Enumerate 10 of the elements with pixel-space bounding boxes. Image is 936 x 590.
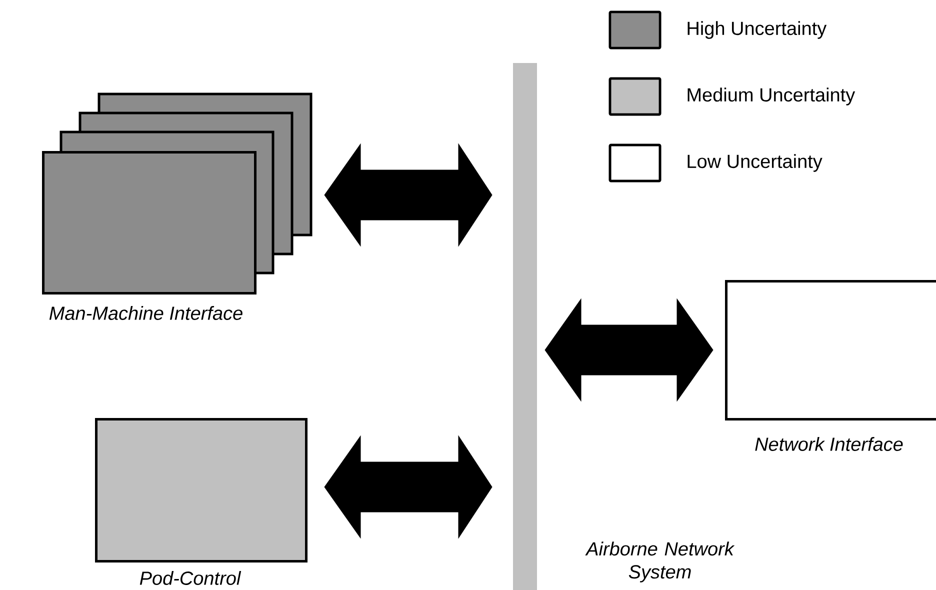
legend-label: Low Uncertainty [688, 154, 822, 172]
node-caption: Man-Machine Interface [49, 306, 242, 320]
legend-label: High Uncertainty [688, 21, 827, 39]
node-caption: Pod-Control [140, 571, 242, 585]
legend-label: Medium Uncertainty [688, 88, 856, 106]
double-arrow [324, 436, 492, 538]
node-caption: Network Interface [755, 437, 903, 451]
node-caption: Airborne Network System [585, 542, 735, 582]
double-arrow [544, 298, 714, 402]
double-arrow [324, 144, 492, 246]
